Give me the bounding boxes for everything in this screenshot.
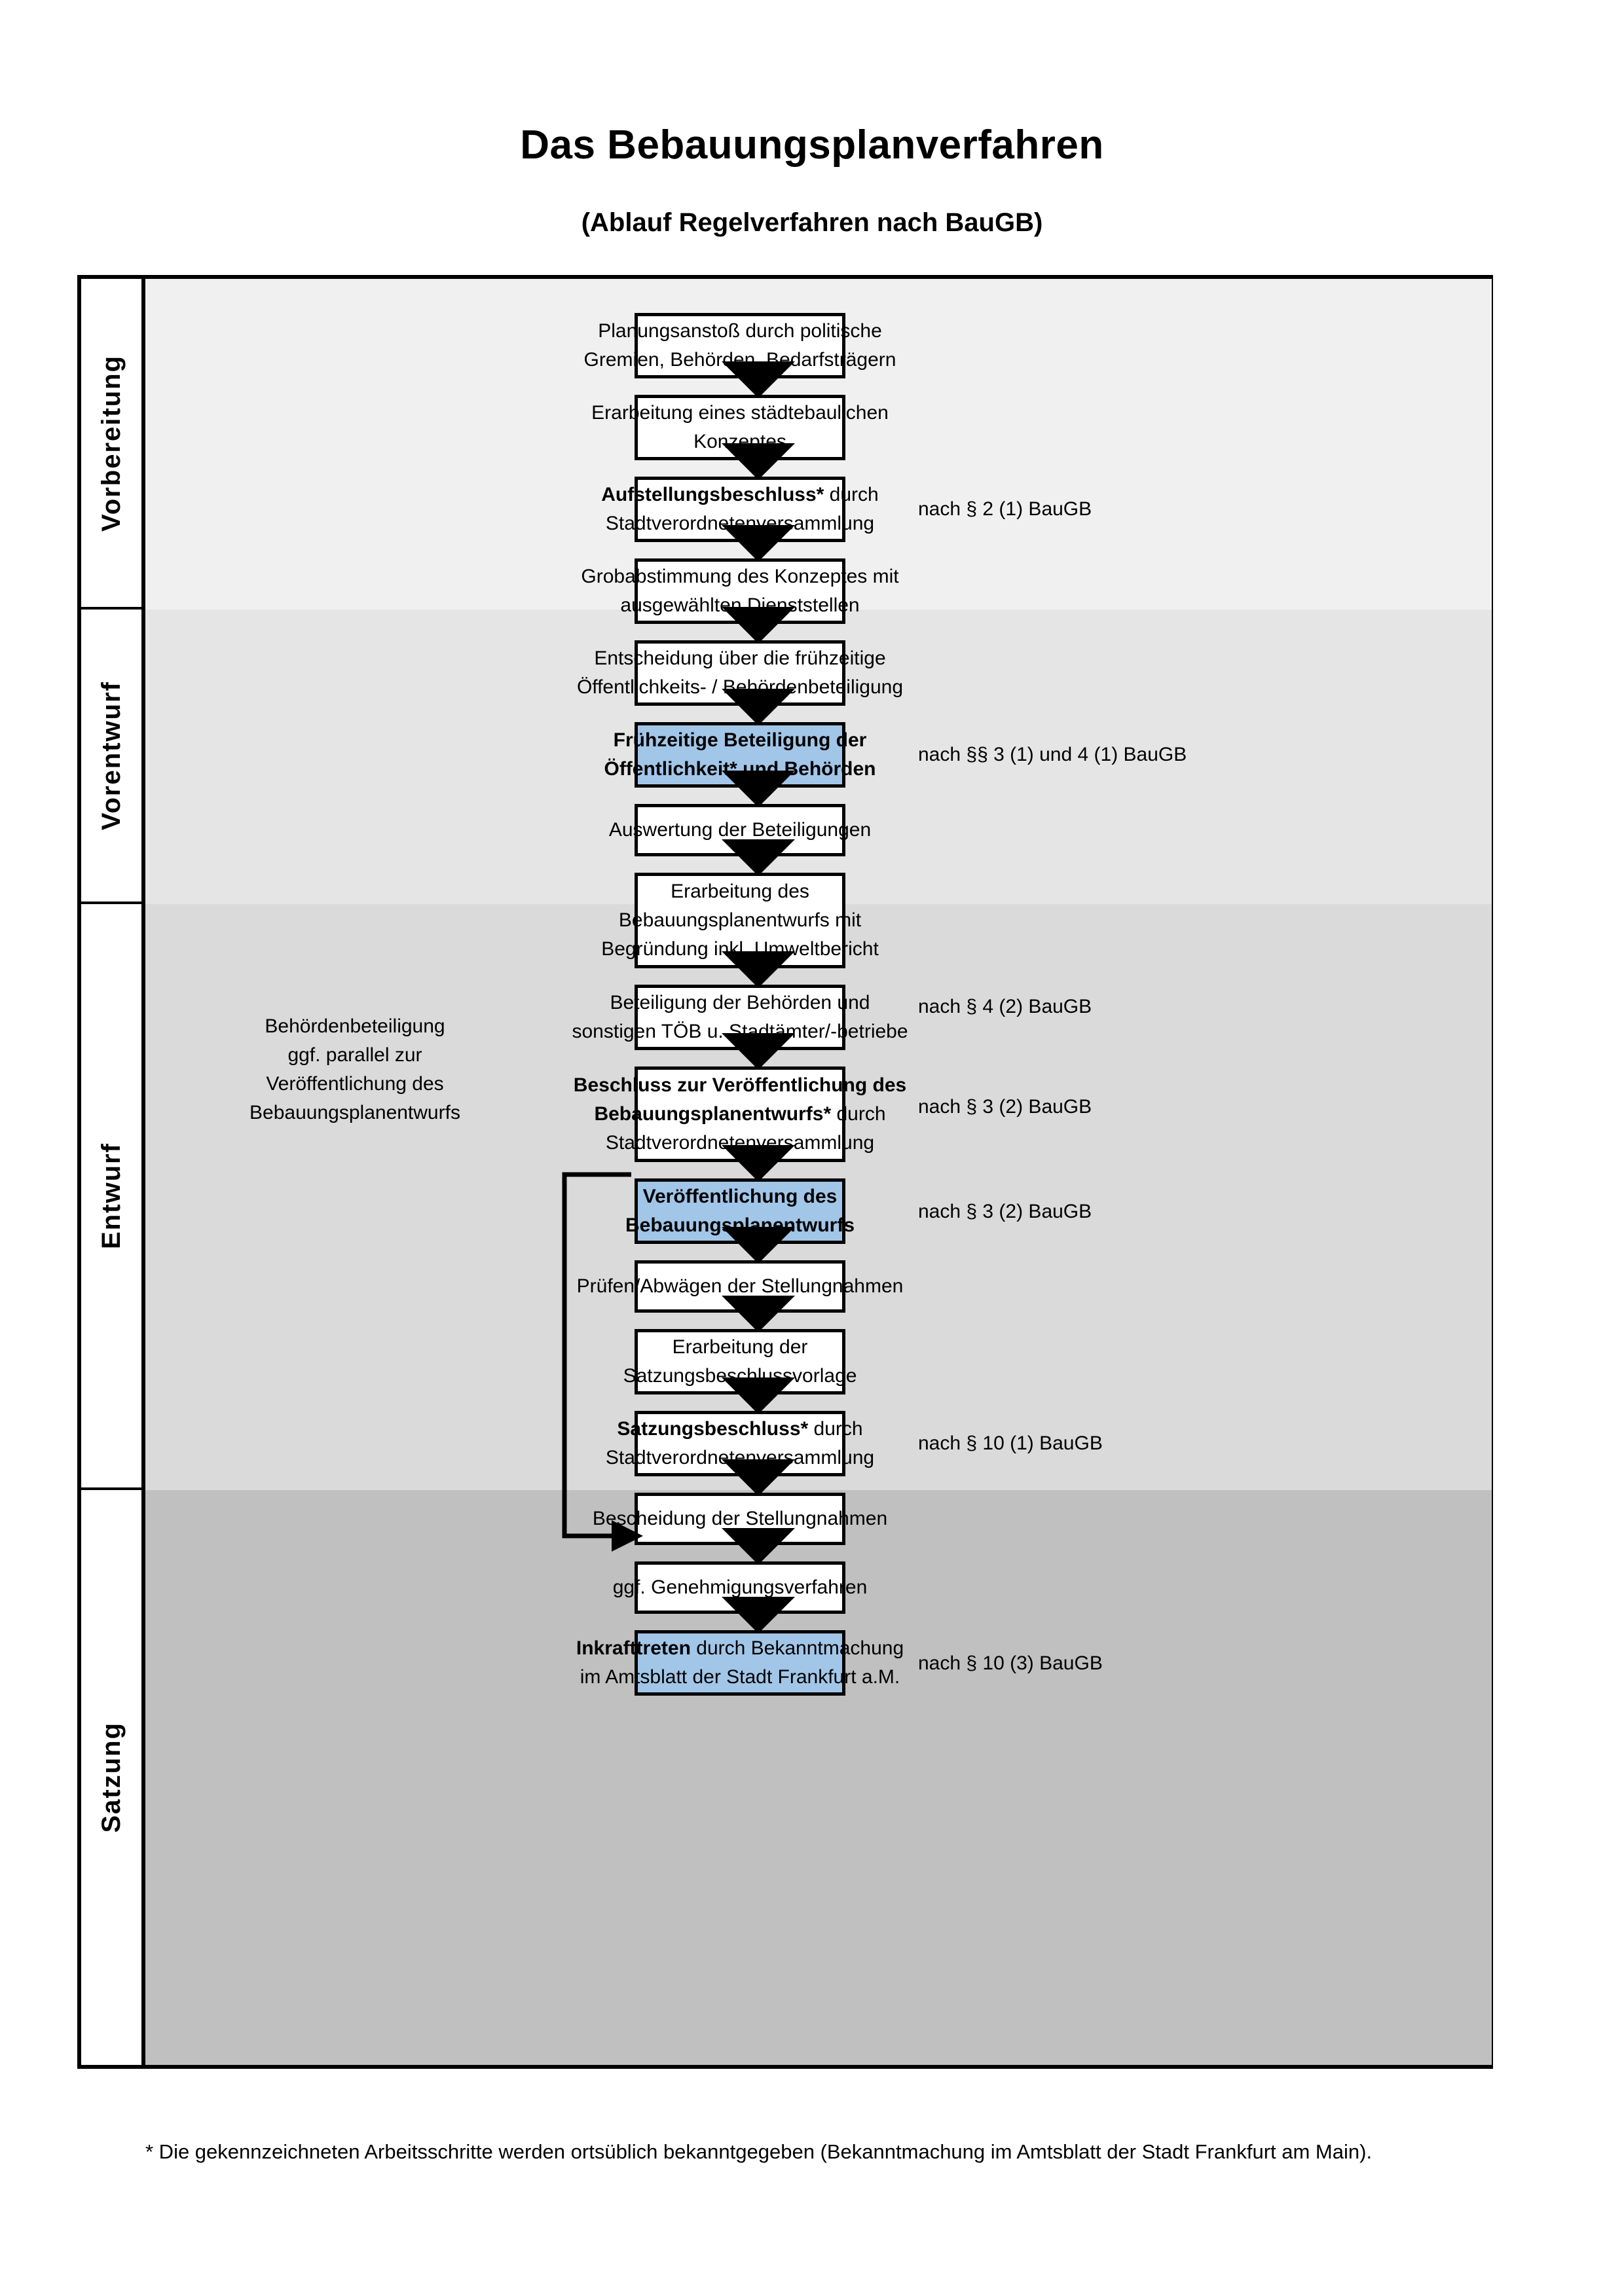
- step-line-part: Planungsanstoß durch politische: [598, 320, 882, 342]
- step-line-part: Aufstellungsbeschluss*: [601, 484, 824, 505]
- step-line-part: Beteiligung der Behörden und: [610, 992, 870, 1013]
- flow-arrow-down-icon: [722, 1528, 795, 1565]
- parallel-process-note-line: Behördenbeteiligung: [265, 1015, 445, 1037]
- step-line: Beschluss zur Veröffentlichung des: [574, 1071, 906, 1100]
- flow-arrow-down-icon: [722, 1597, 795, 1633]
- step-line-part: durch: [831, 1103, 886, 1125]
- flow-arrow-down-icon: [722, 607, 795, 644]
- step-line: Bebauungsplanentwurfs mit: [619, 906, 861, 935]
- page-title: Das Bebauungsplanverfahren: [520, 122, 1104, 168]
- flow-arrow-down-icon: [722, 951, 795, 988]
- phase-label-entwurf: Entwurf: [81, 904, 141, 1490]
- flow-arrow-down-icon: [722, 443, 795, 480]
- flow-arrow-down-icon: [722, 1033, 795, 1070]
- step-line-part: Erarbeitung eines städtebaulichen: [591, 402, 889, 424]
- step-line-part: Erarbeitung des: [671, 881, 809, 902]
- ref-par3-2-b: nach § 3 (2) BauGB: [918, 1201, 1092, 1222]
- step-line-part: Bebauungsplanentwurfs*: [594, 1103, 832, 1125]
- parallel-process-note-line: ggf. parallel zur: [287, 1044, 422, 1066]
- parallel-process-note-line: Veröffentlichung des: [266, 1073, 444, 1095]
- step-line: Frühzeitige Beteiligung der: [614, 726, 867, 755]
- step-line-part: Beschluss zur Veröffentlichung des: [573, 1074, 907, 1096]
- phase-label-text: Entwurf: [96, 1142, 126, 1249]
- step-line-part: Satzungsbeschluss*: [617, 1418, 809, 1440]
- step-line-part: durch Bekanntmachung: [690, 1637, 904, 1659]
- step-line: Bebauungsplanentwurfs* durch: [594, 1100, 885, 1129]
- step-inkrafttreten[interactable]: Inkrafttreten durch Bekanntmachung im Amt…: [576, 1630, 904, 1696]
- step-line: Satzungsbeschluss* durch: [617, 1415, 862, 1444]
- step-line: Erarbeitung des: [671, 877, 809, 906]
- flow-arrow-down-icon: [722, 1145, 795, 1182]
- step-line: Aufstellungsbeschluss* durch: [601, 481, 878, 509]
- phase-label-text: Vorentwurf: [96, 680, 126, 831]
- step-line-part: im Amtsblatt der Stadt Frankfurt a.M.: [580, 1666, 900, 1688]
- step-line-part: Grobabstimmung des Konzeptes mit: [581, 566, 899, 587]
- phase-label-text: Vorbereitung: [96, 354, 126, 532]
- parallel-process-note-line: Bebauungsplanentwurfs: [249, 1102, 460, 1123]
- step-line: ggf. Genehmigungsverfahren: [613, 1573, 868, 1602]
- phase-label-satzung: Satzung: [81, 1490, 141, 2065]
- flow-arrow-down-icon: [722, 525, 795, 562]
- ref-par10-1: nach § 10 (1) BauGB: [918, 1432, 1103, 1454]
- ref-par3-2-a: nach § 3 (2) BauGB: [918, 1096, 1092, 1118]
- step-line: Erarbeitung der: [673, 1333, 808, 1362]
- flow-arrow-down-icon: [722, 771, 795, 807]
- phase-label-vorentwurf: Vorentwurf: [81, 610, 141, 904]
- step-line-part: durch: [808, 1418, 863, 1440]
- footnote: * Die gekennzeichneten Arbeitsschritte w…: [145, 2140, 1373, 2163]
- ref-par3-1-4-1: nach §§ 3 (1) und 4 (1) BauGB: [918, 744, 1187, 765]
- step-line-part: Frühzeitige Beteiligung der: [613, 729, 867, 751]
- ref-par2-1: nach § 2 (1) BauGB: [918, 498, 1092, 520]
- step-line-part: Bescheidung der Stellungnahmen: [592, 1508, 888, 1529]
- flow-arrow-down-icon: [722, 839, 795, 876]
- ref-par4-2: nach § 4 (2) BauGB: [918, 996, 1092, 1017]
- phase-label-vorbereitung: Vorbereitung: [81, 279, 141, 610]
- step-line: im Amtsblatt der Stadt Frankfurt a.M.: [580, 1663, 900, 1692]
- step-line-part: ggf. Genehmigungsverfahren: [612, 1576, 868, 1598]
- step-line-part: Inkrafttreten: [576, 1637, 691, 1659]
- flow-arrow-down-icon: [722, 1227, 795, 1264]
- step-line-part: durch: [824, 484, 879, 505]
- step-line: Beteiligung der Behörden und: [610, 989, 870, 1017]
- step-line: Erarbeitung eines städtebaulichen: [591, 399, 889, 428]
- step-line-part: Veröffentlichung des: [642, 1186, 838, 1207]
- step-line-part: Prüfen/Abwägen der Stellungnahmen: [576, 1275, 904, 1297]
- step-line-part: Auswertung der Beteiligungen: [608, 819, 872, 841]
- page-subtitle: (Ablauf Regelverfahren nach BauGB): [581, 208, 1043, 237]
- step-line: Inkrafttreten durch Bekanntmachung: [576, 1634, 904, 1663]
- step-line: Grobabstimmung des Konzeptes mit: [581, 562, 898, 591]
- step-line: Auswertung der Beteiligungen: [609, 816, 871, 845]
- step-line-part: Bebauungsplanentwurfs mit: [618, 909, 862, 931]
- step-genehmigungsverfahren[interactable]: ggf. Genehmigungsverfahren: [613, 1561, 867, 1614]
- flow-arrow-down-icon: [722, 361, 795, 398]
- flow-arrow-down-icon: [722, 1377, 795, 1414]
- ref-par10-3: nach § 10 (3) BauGB: [918, 1652, 1103, 1674]
- step-line-part: Entscheidung über die frühzeitige: [594, 647, 886, 669]
- step-line-part: Erarbeitung der: [672, 1336, 808, 1358]
- step-line: Planungsanstoß durch politische: [598, 317, 882, 346]
- phase-label-text: Satzung: [96, 1722, 126, 1833]
- flow-arrow-down-icon: [722, 1296, 795, 1332]
- flow-arrow-down-icon: [722, 1459, 795, 1496]
- step-line: Veröffentlichung des: [643, 1182, 838, 1211]
- flow-arrow-down-icon: [722, 689, 795, 725]
- step-line: Entscheidung über die frühzeitige: [594, 644, 885, 673]
